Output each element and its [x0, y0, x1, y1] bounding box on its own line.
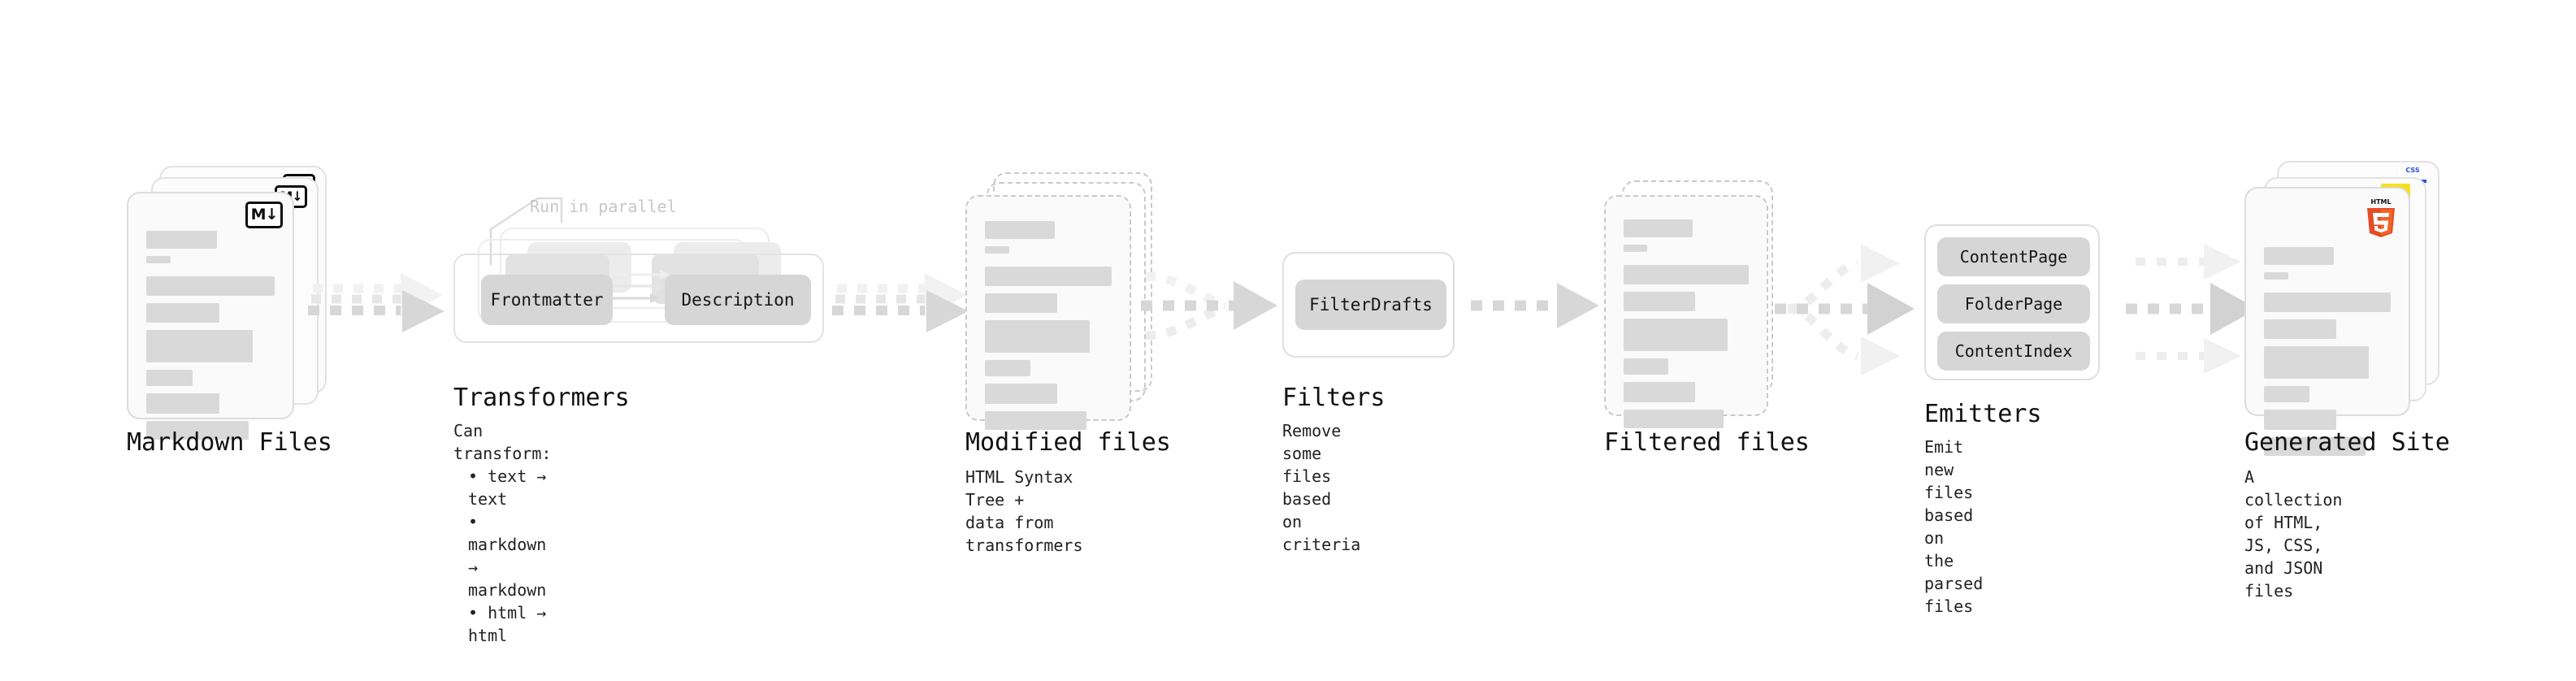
- stage-title-markdown-files: Markdown Files: [127, 428, 332, 457]
- skeleton-bar: [146, 303, 220, 323]
- skeleton-bar: [985, 320, 1091, 353]
- run-in-parallel-callout: [484, 192, 582, 267]
- emitters-description: Emit new files based on the parsed files: [1924, 437, 1984, 616]
- filters-panel: FilterDrafts: [1282, 252, 1455, 358]
- conn-modified-to-filters: [1134, 258, 1289, 364]
- emitter-pill-contentindex[interactable]: ContentIndex: [1937, 332, 2090, 371]
- conn-transformers-to-modified: [829, 268, 979, 358]
- filter-pill-filterdrafts[interactable]: FilterDrafts: [1295, 280, 1446, 330]
- skeleton-bar: [1624, 265, 1749, 284]
- skeleton-bar: [1624, 410, 1724, 428]
- file-skeleton: [1624, 219, 1749, 436]
- skeleton-bar: [146, 256, 171, 263]
- skeleton-bar: [1624, 292, 1695, 311]
- stage-title-transformers: Transformers: [453, 384, 630, 412]
- skeleton-bar: [985, 246, 1009, 254]
- filtered-card-front: [1604, 195, 1768, 428]
- conn-filtered-to-emitters: [1772, 232, 1926, 387]
- site-card-front-html: HTML: [2244, 187, 2410, 456]
- transform-rule: • markdown → markdown: [468, 512, 547, 600]
- svg-text:HTML: HTML: [2370, 198, 2391, 206]
- skeleton-bar: [1624, 319, 1728, 351]
- skeleton-bar: [2264, 319, 2336, 339]
- conn-filters-to-filtered: [1468, 276, 1606, 337]
- skeleton-bar: [2264, 346, 2370, 379]
- generated-site-description: A collection of HTML, JS, CSS, and JSON …: [2244, 467, 2343, 601]
- skeleton-bar: [985, 384, 1057, 404]
- skeleton-bar: [146, 421, 249, 440]
- modified-files-description: HTML Syntax Tree + data from transformer…: [965, 467, 1083, 555]
- stage-title-filters: Filters: [1282, 384, 1386, 412]
- emitters-panel: ContentPage FolderPage ContentIndex: [1924, 224, 2100, 380]
- skeleton-bar: [146, 370, 193, 386]
- transformer-pill-frontmatter[interactable]: Frontmatter: [481, 275, 613, 325]
- skeleton-bar: [1624, 382, 1695, 402]
- stage-title-filtered-files: Filtered files: [1604, 428, 1810, 457]
- skeleton-bar: [985, 267, 1112, 286]
- skeleton-bar: [2264, 410, 2336, 430]
- transformers-panel: Frontmatter Description: [453, 254, 824, 343]
- file-skeleton: [146, 231, 275, 447]
- modified-card-front: [965, 195, 1131, 430]
- skeleton-bar: [985, 360, 1031, 376]
- filters-description: Remove some files based on criteria: [1282, 421, 1361, 554]
- skeleton-bar: [985, 221, 1055, 239]
- file-skeleton: [985, 221, 1112, 437]
- conn-emitters-to-site: [2110, 232, 2264, 387]
- file-skeleton: [2264, 247, 2391, 463]
- skeleton-bar: [146, 393, 220, 414]
- skeleton-bar: [2264, 272, 2288, 280]
- transformers-description: Can transform: • text → text • markdown …: [453, 419, 551, 647]
- skeleton-bar: [146, 330, 254, 362]
- skeleton-bar: [1624, 245, 1648, 252]
- stage-title-modified-files: Modified files: [965, 428, 1171, 457]
- markdown-badge: M↓: [245, 202, 283, 228]
- skeleton-bar: [146, 231, 217, 249]
- run-in-parallel-label: Run in parallel: [530, 197, 677, 216]
- skeleton-bar: [146, 276, 275, 296]
- transformers-can-transform-label: Can transform:: [453, 421, 552, 463]
- transform-rule: • text → text: [468, 466, 547, 509]
- stage-title-generated-site: Generated Site: [2244, 428, 2450, 457]
- transform-rule: • html → html: [468, 603, 547, 645]
- transformer-pill-description[interactable]: Description: [665, 275, 811, 325]
- skeleton-bar: [2264, 386, 2310, 402]
- markdown-card-front: M↓: [127, 192, 294, 440]
- skeleton-bar: [2264, 247, 2334, 265]
- stage-title-emitters: Emitters: [1924, 400, 2042, 428]
- skeleton-bar: [1624, 219, 1693, 237]
- html5-icon: HTML: [2363, 197, 2399, 239]
- skeleton-bar: [985, 411, 1086, 430]
- conn-md-to-transformers: [305, 268, 455, 358]
- skeleton-bar: [985, 293, 1057, 313]
- emitter-pill-contentpage[interactable]: ContentPage: [1937, 237, 2090, 276]
- skeleton-bar: [1624, 358, 1669, 375]
- emitter-pill-folderpage[interactable]: FolderPage: [1937, 284, 2090, 323]
- transformer-inner-arrows: [606, 268, 679, 325]
- skeleton-bar: [2264, 437, 2366, 456]
- skeleton-bar: [2264, 293, 2391, 312]
